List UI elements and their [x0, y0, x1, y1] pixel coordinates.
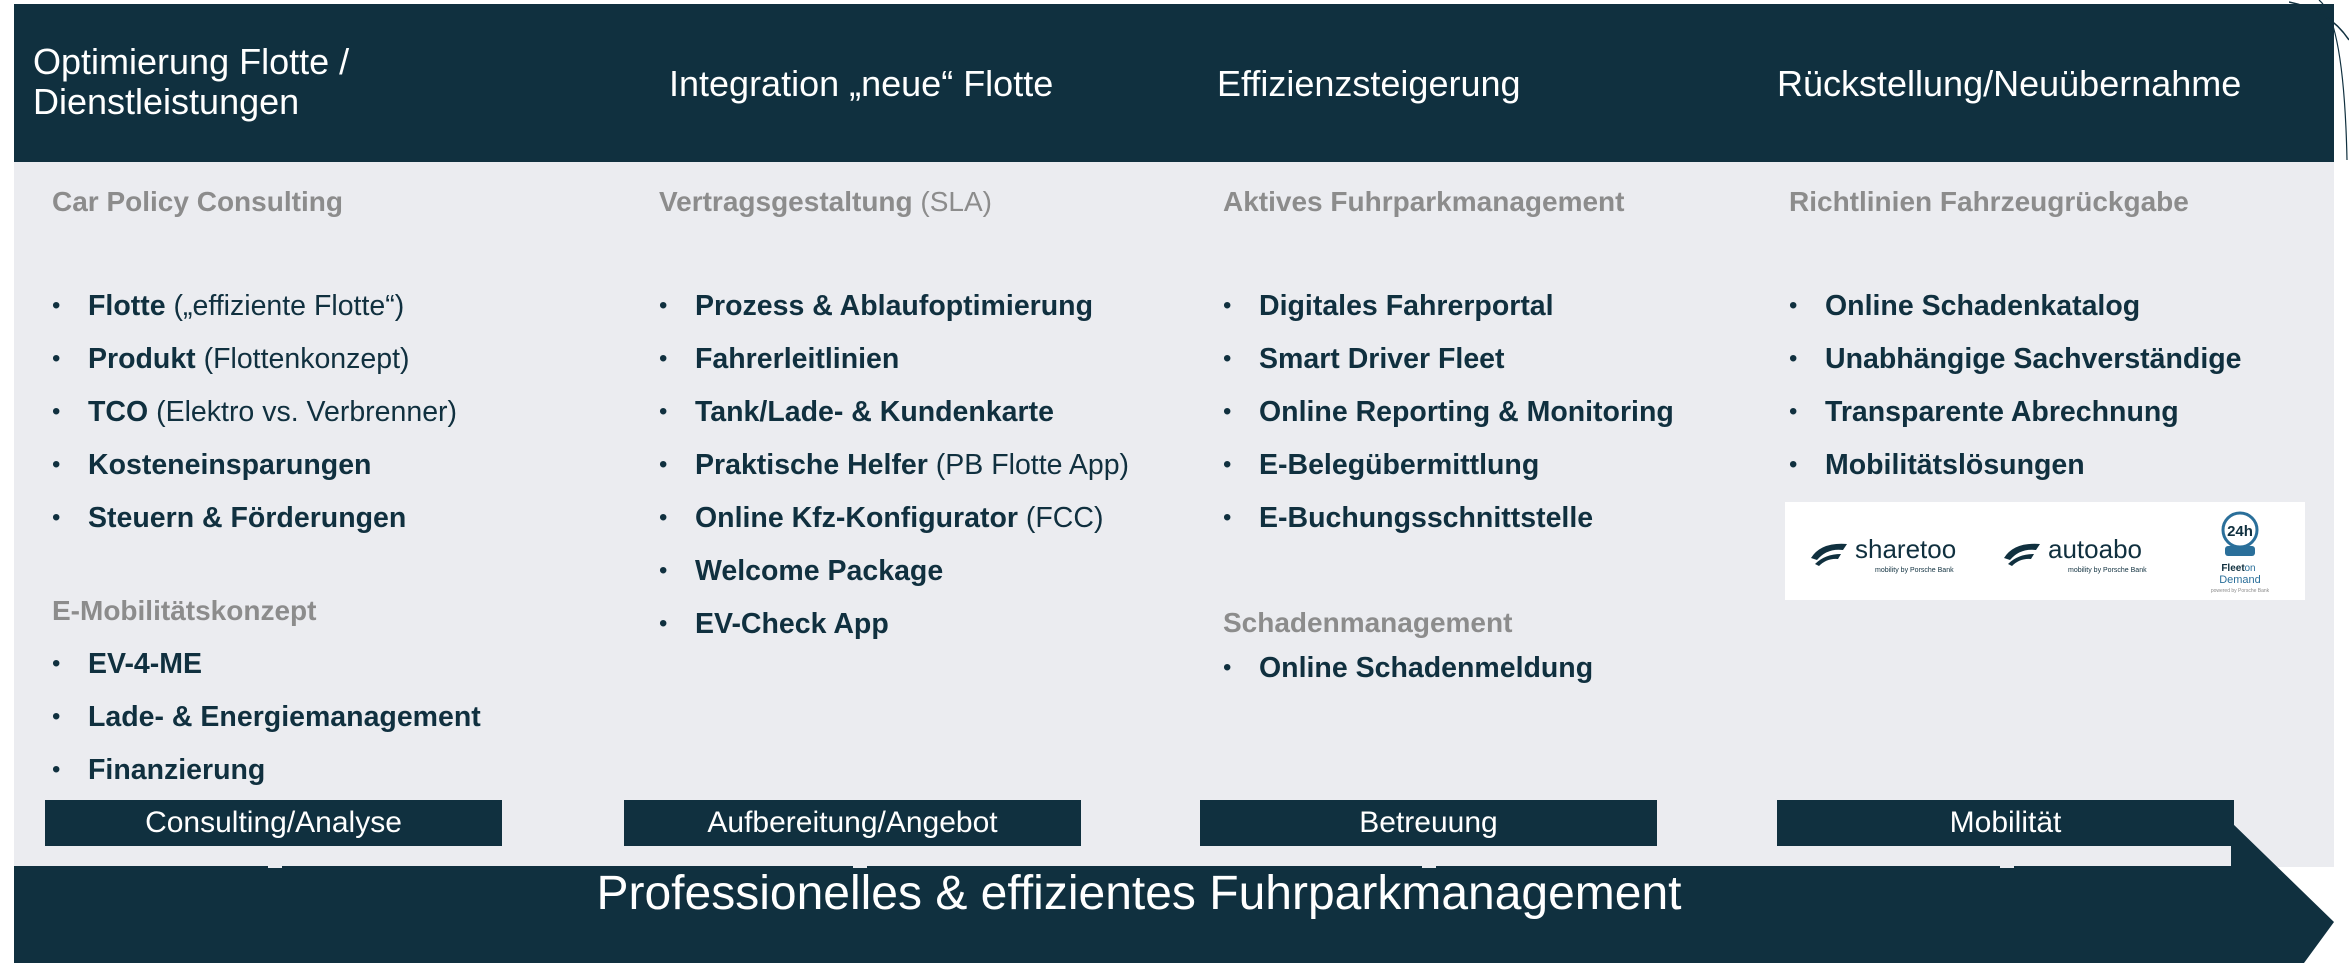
list-item: Online Reporting & Monitoring	[1223, 394, 1674, 447]
tab-divider	[268, 846, 282, 868]
list-item: Flotte („effiziente Flotte“)	[52, 288, 457, 341]
list-car-policy: Flotte („effiziente Flotte“) Produkt (Fl…	[52, 288, 457, 553]
tab-divider	[1422, 846, 1436, 868]
list-item: Online Kfz-Konfigurator (FCC)	[659, 500, 1129, 553]
fleet-badge-text: 24h	[2227, 523, 2253, 540]
list-item: TCO (Elektro vs. Verbrenner)	[52, 394, 457, 447]
tab-betreuung: Betreuung	[1200, 800, 1657, 846]
list-schadenmanagement: Online Schadenmeldung	[1223, 650, 1593, 703]
heading-car-policy: Car Policy Consulting	[52, 186, 343, 217]
list-item: E-Belegübermittlung	[1223, 447, 1674, 500]
list-item: EV-Check App	[659, 606, 1129, 659]
header-title-optimierung: Optimierung Flotte / Dienstleistungen	[33, 41, 350, 122]
list-item: Lade- & Energiemanagement	[52, 699, 481, 752]
svg-text:on: on	[2244, 563, 2255, 574]
heading-e-mobilitaet: E-Mobilitätskonzept	[52, 595, 317, 626]
list-item: Online Schadenkatalog	[1789, 288, 2242, 341]
header-title-effizienz: Effizienzsteigerung	[1217, 63, 1521, 104]
sharetoo-logo: sharetoo mobility by Porsche Bank	[1811, 534, 1956, 574]
list-item: Steuern & Förderungen	[52, 500, 457, 553]
list-item: Kosteneinsparungen	[52, 447, 457, 500]
tab-consulting-analyse: Consulting/Analyse	[45, 800, 502, 846]
autoabo-wordmark: autoabo	[2048, 534, 2142, 564]
list-aktives-fuhrpark: Digitales Fahrerportal Smart Driver Flee…	[1223, 288, 1674, 553]
list-item: Produkt (Flottenkonzept)	[52, 341, 457, 394]
svg-text:Fleet: Fleet	[2221, 563, 2245, 574]
list-item: Unabhängige Sachverständige	[1789, 341, 2242, 394]
sharetoo-tagline: mobility by Porsche Bank	[1875, 567, 1954, 574]
list-item: Fahrerleitlinien	[659, 341, 1129, 394]
list-item: EV-4-ME	[52, 646, 481, 699]
heading-vertragsgestaltung: Vertragsgestaltung (SLA)	[659, 186, 992, 217]
sharetoo-wordmark: sharetoo	[1855, 534, 1956, 564]
list-item: Transparente Abrechnung	[1789, 394, 2242, 447]
tab-divider	[853, 846, 867, 868]
mobility-logos: sharetoo mobility by Porsche Bank autoab…	[1785, 502, 2305, 600]
tab-mobilitaet: Mobilität	[1777, 800, 2234, 846]
list-e-mobilitaet: EV-4-ME Lade- & Energiemanagement Finanz…	[52, 646, 481, 805]
list-item: Prozess & Ablaufoptimierung	[659, 288, 1129, 341]
list-item: Mobilitätslösungen	[1789, 447, 2242, 500]
svg-text:powered by Porsche Bank: powered by Porsche Bank	[2211, 588, 2270, 594]
list-richtlinien: Online Schadenkatalog Unabhängige Sachve…	[1789, 288, 2242, 500]
list-item: Welcome Package	[659, 553, 1129, 606]
list-item: Digitales Fahrerportal	[1223, 288, 1674, 341]
decorative-curves	[2289, 0, 2349, 161]
process-arrow	[14, 822, 2334, 963]
list-item: Tank/Lade- & Kundenkarte	[659, 394, 1129, 447]
autoabo-tagline: mobility by Porsche Bank	[2068, 567, 2147, 574]
tab-divider	[2000, 846, 2014, 868]
list-vertragsgestaltung: Prozess & Ablaufoptimierung Fahrerleitli…	[659, 288, 1129, 659]
list-item: Smart Driver Fleet	[1223, 341, 1674, 394]
heading-schadenmanagement: Schadenmanagement	[1223, 607, 1513, 638]
fleet-on-demand-logo: 24h Fleet on Demand powered by Porsche B…	[2211, 511, 2270, 594]
header-band	[14, 4, 2334, 162]
svg-text:Demand: Demand	[2219, 574, 2261, 586]
header-title-rueckstellung: Rückstellung/Neuübernahme	[1777, 63, 2242, 104]
list-item: Finanzierung	[52, 752, 481, 805]
list-item: Online Schadenmeldung	[1223, 650, 1593, 703]
tab-aufbereitung-angebot: Aufbereitung/Angebot	[624, 800, 1081, 846]
header-title-integration: Integration „neue“ Flotte	[669, 63, 1054, 104]
autoabo-logo: autoabo mobility by Porsche Bank	[2004, 534, 2147, 574]
heading-aktives-fuhrpark: Aktives Fuhrparkmanagement	[1223, 186, 1625, 217]
list-item: Praktische Helfer (PB Flotte App)	[659, 447, 1129, 500]
list-item: E-Buchungsschnittstelle	[1223, 500, 1674, 553]
heading-richtlinien: Richtlinien Fahrzeugrückgabe	[1789, 186, 2189, 217]
banner-text: Professionelles & effizientes Fuhrparkma…	[596, 867, 1682, 920]
